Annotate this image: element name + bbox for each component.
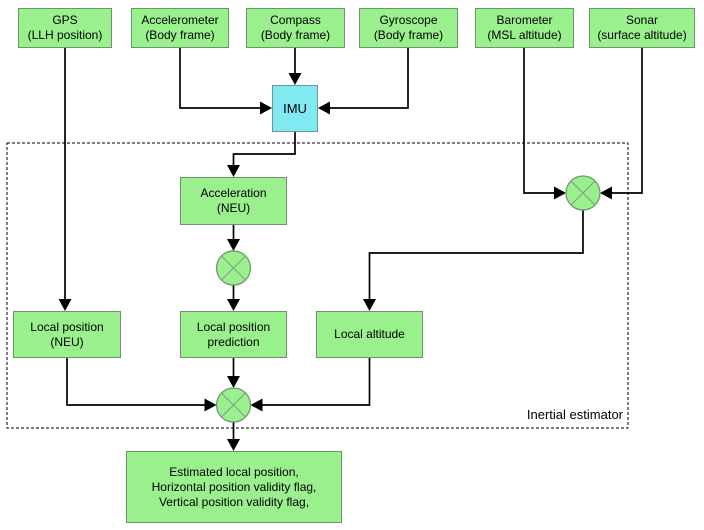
edge-gps-to-local-position (58, 48, 72, 311)
edge-altitude-fusion-to-local-altitude (363, 210, 584, 311)
edge-fusion-to-prediction (227, 285, 240, 311)
edge-sonar-to-altitude-fusion (600, 48, 643, 200)
edge-local-altitude-to-final-fusion (250, 358, 371, 412)
fusion-node-final (215, 387, 252, 423)
fusion-node-acceleration (215, 250, 252, 286)
edge-final-fusion-to-output (227, 422, 240, 451)
node-acceleration: Acceleration (NEU) (180, 177, 287, 225)
inertial-estimator-label: Inertial estimator (526, 407, 623, 422)
edge-prediction-to-final-fusion (227, 358, 240, 388)
node-local-altitude: Local altitude (316, 311, 423, 358)
node-output: Estimated local position, Horizontal pos… (126, 451, 342, 523)
edge-imu-to-acceleration (227, 132, 296, 177)
node-gps: GPS (LLH position) (18, 8, 112, 48)
node-compass: Compass (Body frame) (246, 8, 345, 48)
edge-compass-to-imu (288, 48, 302, 85)
edge-local-position-to-final-fusion (66, 358, 217, 412)
node-barometer: Barometer (MSL altitude) (475, 8, 574, 48)
node-local-position-prediction: Local position prediction (180, 311, 287, 358)
edge-acceleration-to-fusion (227, 225, 240, 251)
node-sonar: Sonar (surface altitude) (589, 8, 695, 48)
inertial-estimator-boundary (6, 142, 629, 429)
fusion-node-altitude (565, 175, 601, 211)
node-local-position: Local position (NEU) (13, 311, 121, 358)
node-accelerometer: Accelerometer (Body frame) (131, 8, 229, 48)
edge-barometer-to-altitude-fusion (523, 48, 566, 200)
edge-gyroscope-to-imu (318, 48, 409, 115)
node-gyroscope: Gyroscope (Body frame) (359, 8, 458, 48)
edge-accelerometer-to-imu (179, 48, 272, 115)
node-imu: IMU (272, 85, 318, 132)
